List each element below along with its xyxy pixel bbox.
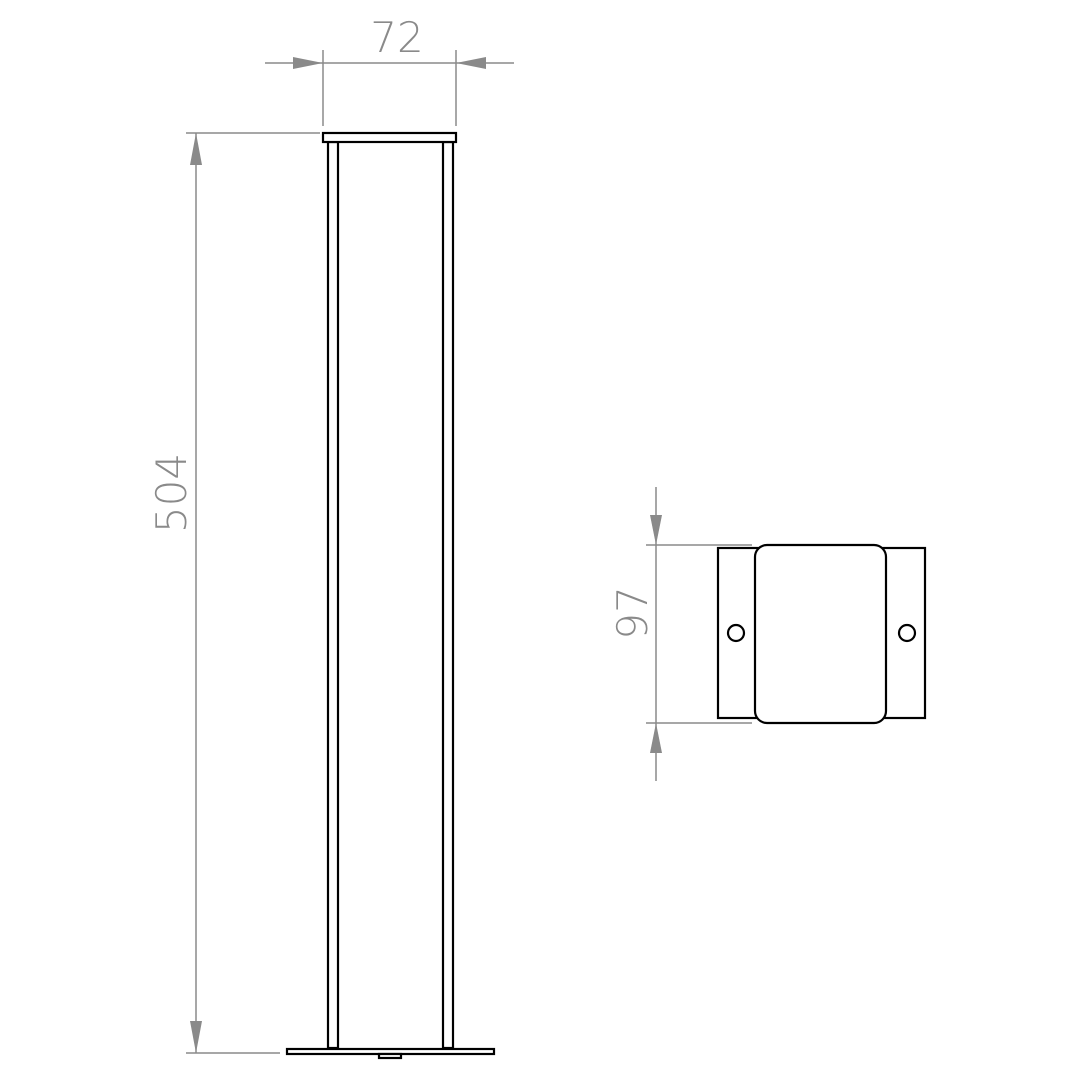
height-arrow-top [190,133,202,165]
depth-arrow-top [650,515,662,545]
height-dimension: 504 [147,132,320,1054]
height-arrow-bottom [190,1021,202,1053]
depth-dimension: 97 [608,487,752,781]
mounting-hole-left [726,623,746,643]
front-view [285,131,496,1060]
top-view [716,543,927,725]
width-arrow-right [456,57,486,69]
height-dimension-label: 504 [147,453,196,533]
column-top-cap [321,131,458,144]
width-dimension-label: 72 [370,13,423,62]
width-dimension: 72 [265,13,514,126]
column-outer-left-wall [326,140,340,1050]
column-outer-right-wall [441,140,455,1050]
column-cap-top [753,543,888,725]
depth-arrow-bottom [650,723,662,753]
depth-dimension-label: 97 [608,586,657,639]
column-base-foot [377,1052,403,1060]
mounting-hole-right [897,623,917,643]
width-arrow-left [293,57,323,69]
